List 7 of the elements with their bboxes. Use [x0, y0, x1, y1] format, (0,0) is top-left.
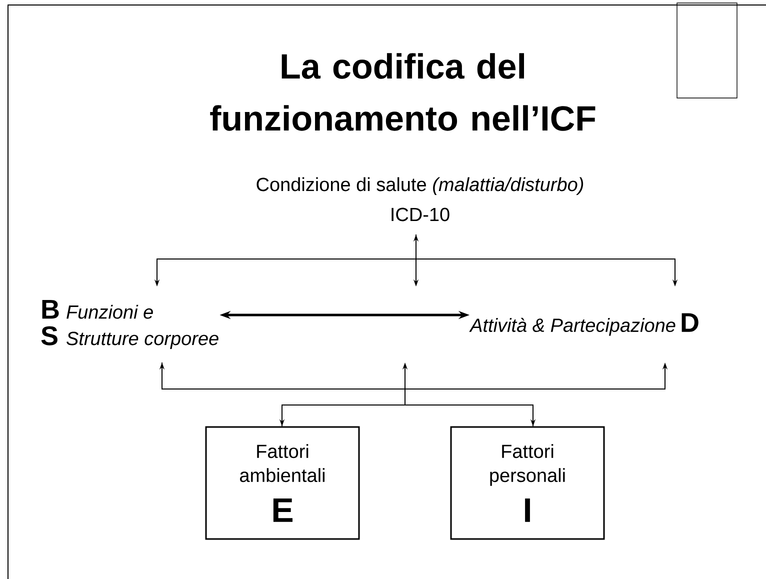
factor-box: Fattori personali I — [450, 426, 605, 540]
component-label: B Funzioni e S Strutture corporee — [41, 300, 218, 349]
empty-box — [676, 2, 738, 98]
factor-box: Fattori ambientali E — [205, 426, 360, 540]
component-label: Attività & Partecipazione D — [469, 313, 698, 336]
condition-text: Condizione di salute (malattia/disturbo) ICD-10 — [256, 177, 584, 222]
title: La codifica del funzionamento nell’ICF — [210, 53, 596, 131]
